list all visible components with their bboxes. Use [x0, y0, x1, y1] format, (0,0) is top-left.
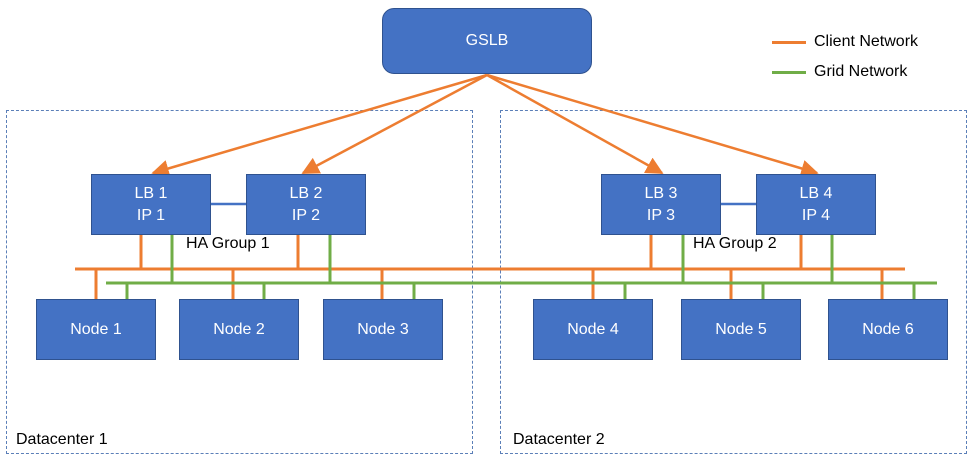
grid-network-label: Grid Network: [814, 63, 908, 80]
node-2-label: Node 2: [213, 320, 265, 338]
client-network-lines: [75, 234, 905, 299]
datacenter-2-label: Datacenter 2: [513, 431, 605, 448]
ha-group-2-label: HA Group 2: [693, 235, 777, 252]
gslb-to-lb2-link: [301, 73, 488, 175]
lb-4-box: LB 4 IP 4: [756, 174, 876, 235]
gslb-label: GSLB: [465, 32, 509, 49]
client-network-swatch: [772, 40, 806, 44]
node-5-label: Node 5: [715, 320, 767, 338]
gslb-links: [151, 73, 819, 177]
node-2-box: Node 2: [179, 299, 299, 360]
grid-network-lines: [106, 234, 937, 299]
lb-3-name: LB 3: [644, 184, 678, 202]
node-6-box: Node 6: [828, 299, 948, 360]
gslb-box: GSLB: [382, 8, 592, 74]
datacenter-1-label: Datacenter 1: [16, 431, 108, 448]
node-1-label: Node 1: [70, 320, 122, 338]
grid-network-swatch: [772, 70, 806, 74]
node-4-box: Node 4: [533, 299, 653, 360]
legend-client-network: Client Network: [772, 33, 918, 51]
lb-3-box: LB 3 IP 3: [601, 174, 721, 235]
node-4-label: Node 4: [567, 320, 619, 338]
lb-2-name: LB 2: [289, 184, 323, 202]
gslb-to-lb3-link: [486, 73, 664, 175]
node-1-box: Node 1: [36, 299, 156, 360]
gslb-to-lb4-link: [486, 73, 819, 177]
lb-1-name: LB 1: [134, 184, 168, 202]
lb-1-box: LB 1 IP 1: [91, 174, 211, 235]
node-5-box: Node 5: [681, 299, 801, 360]
lb-1-ip: IP 1: [136, 206, 166, 224]
client-network-label: Client Network: [814, 33, 919, 50]
lb-3-ip: IP 3: [646, 206, 676, 224]
node-3-label: Node 3: [357, 320, 409, 338]
ha-group-1-label: HA Group 1: [186, 235, 270, 252]
legend-grid-network: Grid Network: [772, 63, 907, 81]
lb-2-box: LB 2 IP 2: [246, 174, 366, 235]
lb-4-name: LB 4: [799, 184, 833, 202]
node-3-box: Node 3: [323, 299, 443, 360]
node-6-label: Node 6: [862, 320, 914, 338]
gslb-to-lb1-link: [151, 73, 488, 177]
lb-4-ip: IP 4: [801, 206, 831, 224]
lb-2-ip: IP 2: [291, 206, 321, 224]
